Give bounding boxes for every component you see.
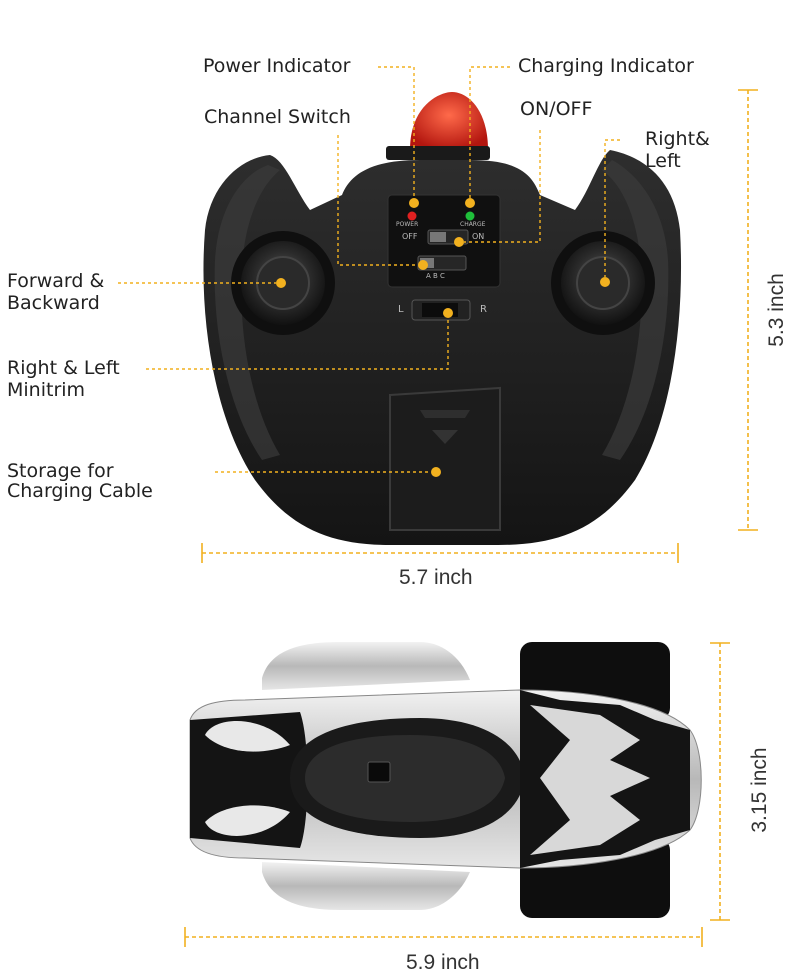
remote-dimension-lines bbox=[201, 89, 758, 563]
dimension-car-width: 5.9 inch bbox=[406, 951, 480, 974]
remote-body bbox=[203, 150, 682, 545]
wall-climbing-car bbox=[189, 642, 702, 918]
antenna-light bbox=[386, 92, 490, 160]
label-power-indicator: Power Indicator bbox=[203, 55, 351, 77]
panel-power-text: POWER bbox=[396, 221, 419, 228]
callout-dots bbox=[276, 198, 610, 477]
label-storage-line2: Charging Cable bbox=[7, 480, 153, 502]
label-channel-switch: Channel Switch bbox=[204, 106, 351, 128]
label-minitrim-line2: Minitrim bbox=[7, 379, 86, 401]
label-right-left-line2: Left bbox=[645, 150, 681, 172]
label-minitrim-line1: Right & Left bbox=[7, 357, 120, 379]
label-forward-line1: Forward & bbox=[7, 270, 105, 292]
panel-channel-text: A B C bbox=[426, 272, 445, 280]
label-charging-indicator: Charging Indicator bbox=[518, 55, 694, 77]
car-dimension-lines bbox=[184, 642, 730, 947]
panel-charge-text: CHARGE bbox=[460, 221, 486, 228]
label-on-off: ON/OFF bbox=[520, 98, 593, 120]
panel-trim-left: L bbox=[398, 304, 404, 315]
label-right-left-line1: Right& bbox=[645, 128, 710, 150]
dimension-remote-height: 5.3 inch bbox=[765, 273, 788, 347]
panel-on-text: ON bbox=[472, 232, 485, 241]
panel-off-text: OFF bbox=[402, 232, 418, 241]
label-storage-line1: Storage for bbox=[7, 460, 114, 482]
dimension-car-height: 3.15 inch bbox=[748, 747, 771, 833]
panel-trim-right: R bbox=[480, 304, 487, 315]
dimension-remote-width: 5.7 inch bbox=[399, 566, 473, 589]
label-forward-line2: Backward bbox=[7, 292, 100, 314]
callout-lines bbox=[118, 66, 620, 473]
